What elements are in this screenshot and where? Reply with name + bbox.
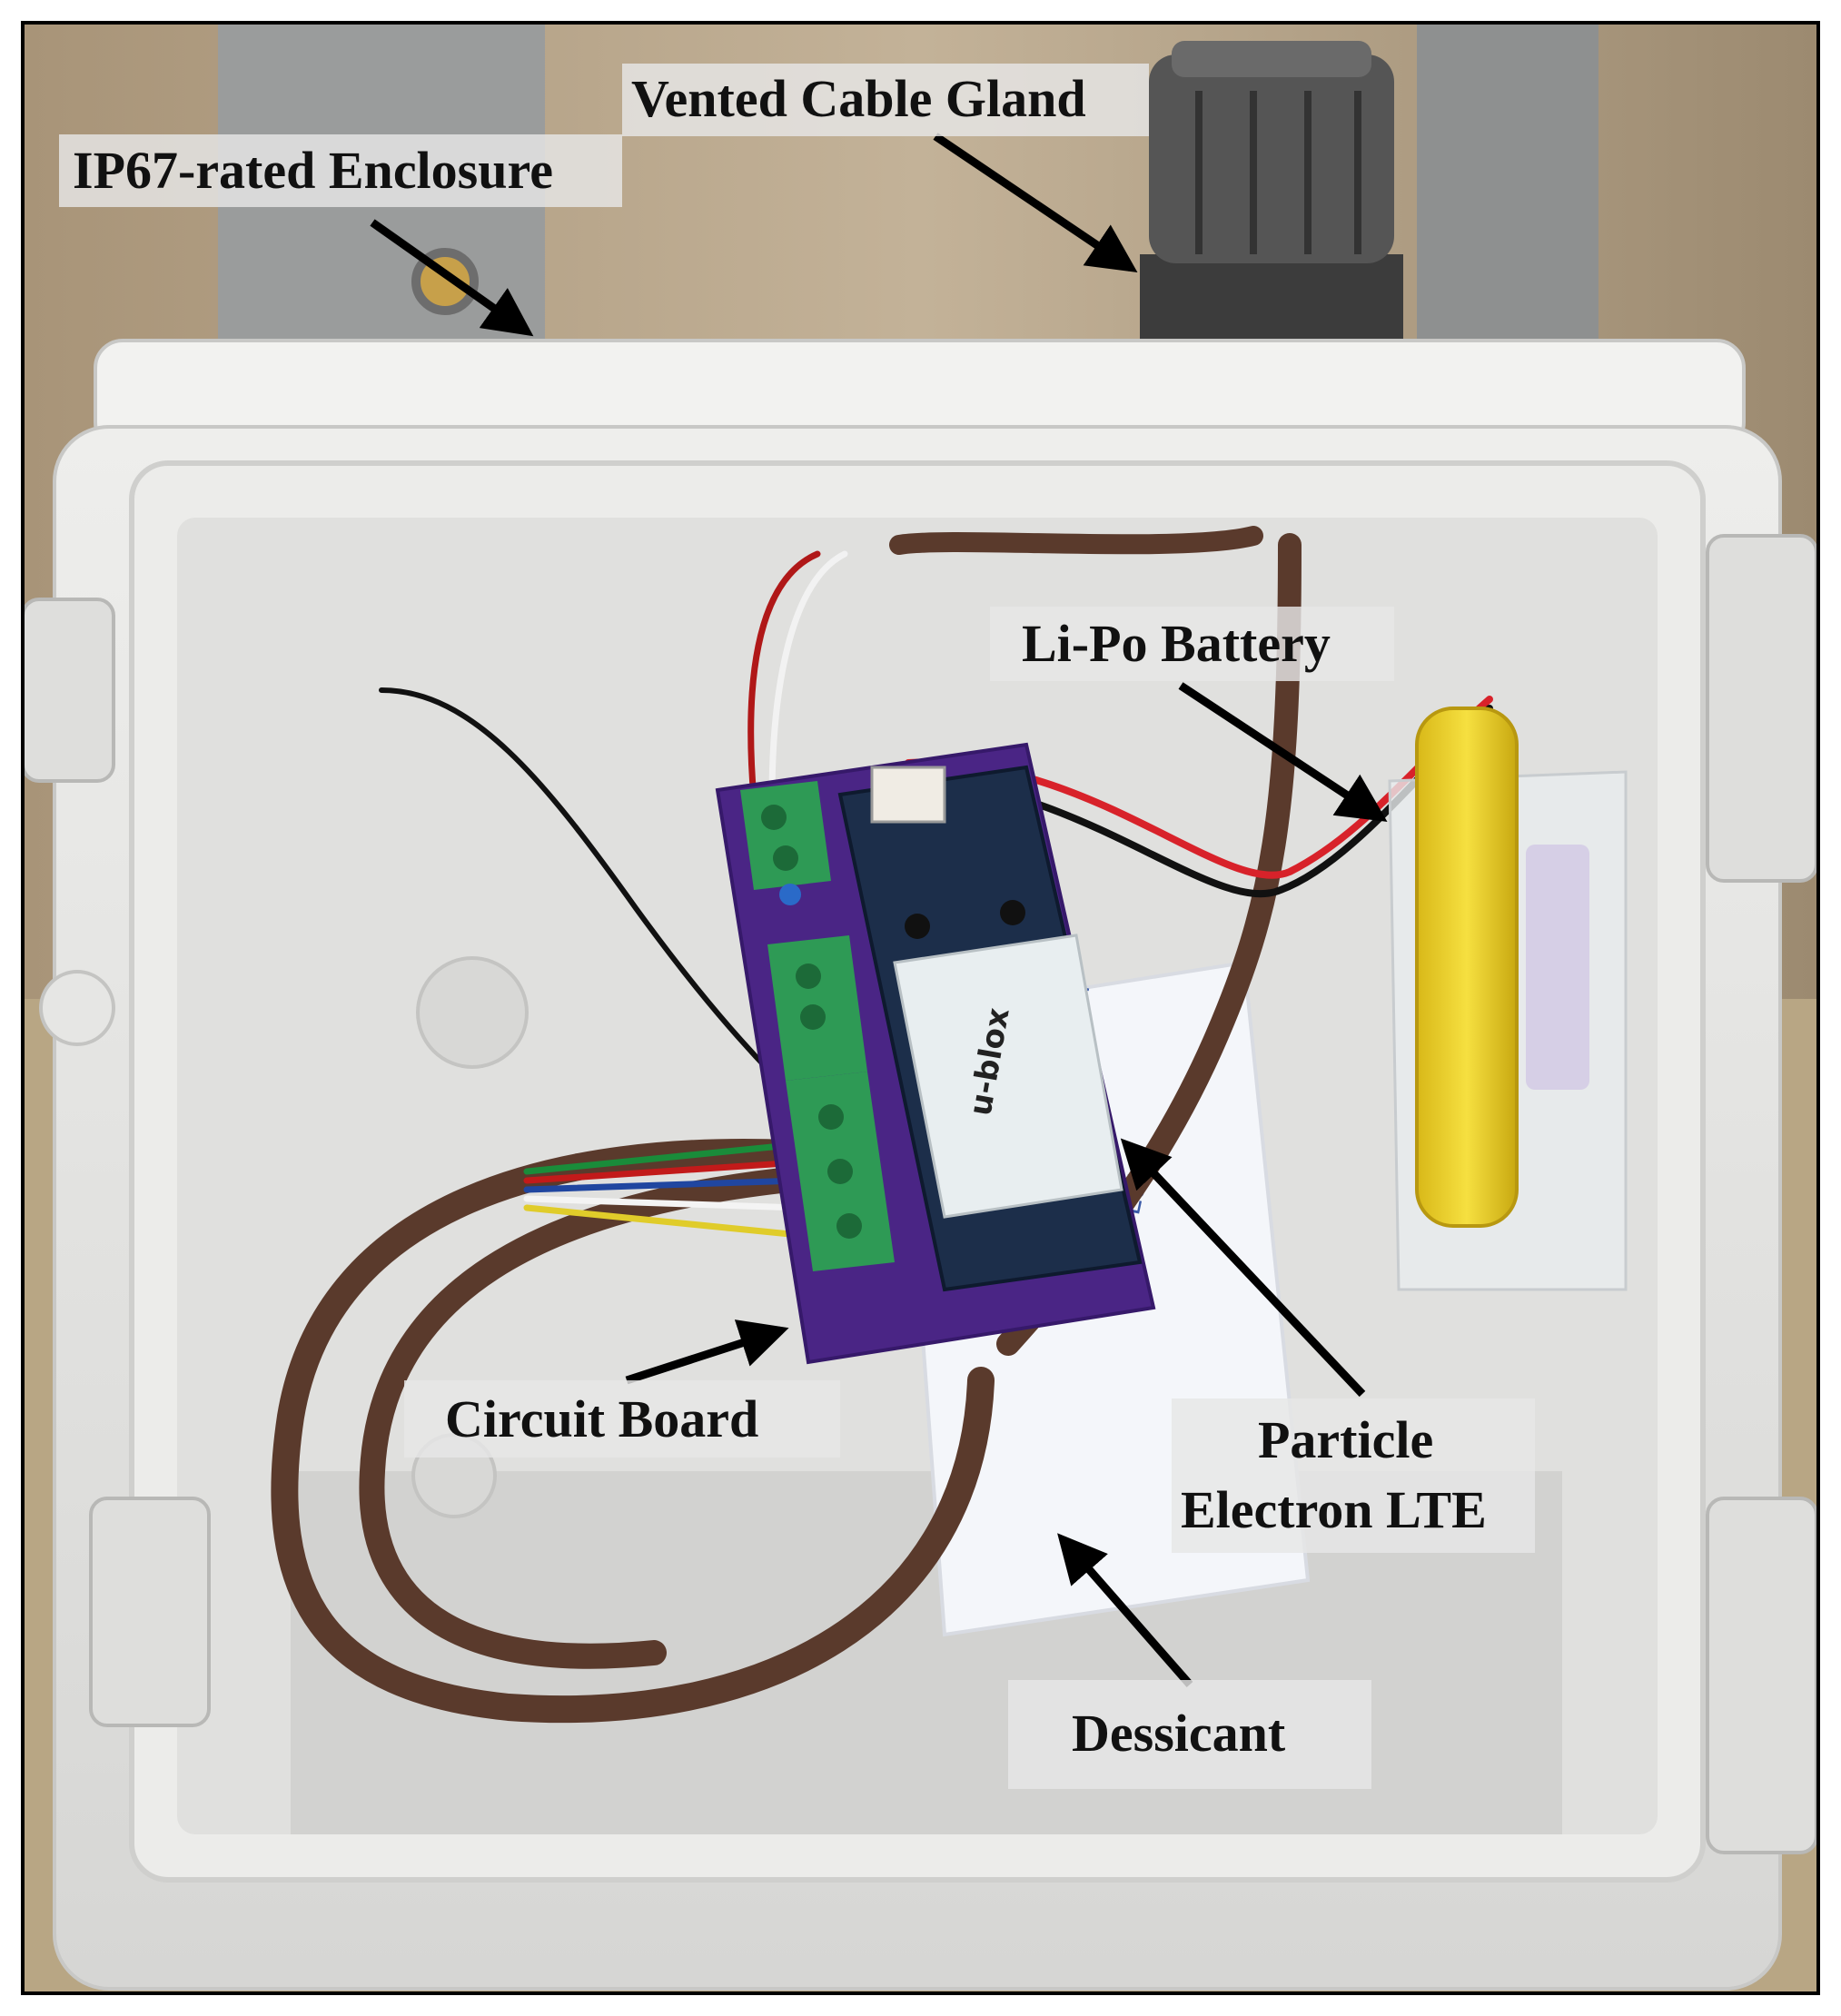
arrow-cable-gland	[933, 133, 1138, 273]
arrow-battery	[1178, 682, 1388, 822]
svg-text:IP67-rated Enclosure: IP67-rated Enclosure	[73, 141, 553, 200]
label-lipo-battery: Li-Po Battery	[990, 607, 1394, 681]
arrow-dessicant	[1057, 1533, 1193, 1687]
svg-text:Electron LTE: Electron LTE	[1181, 1480, 1487, 1539]
label-circuit-board: Circuit Board	[404, 1380, 840, 1458]
cable-gland	[1140, 41, 1403, 345]
svg-text:Vented Cable Gland: Vented Cable Gland	[631, 69, 1086, 128]
svg-text:Particle: Particle	[1258, 1410, 1433, 1469]
label-dessicant: Dessicant	[1008, 1680, 1371, 1789]
svg-text:Li-Po Battery: Li-Po Battery	[1022, 614, 1331, 673]
annotation-arrows	[370, 133, 1388, 1687]
arrow-circuit-board	[625, 1319, 789, 1385]
arrow-particle-electron	[1120, 1138, 1366, 1398]
lipo-battery	[1388, 707, 1628, 1291]
svg-text:Dessicant: Dessicant	[1072, 1704, 1286, 1763]
label-ip67-enclosure: IP67-rated Enclosure	[59, 134, 622, 207]
svg-text:Circuit Board: Circuit Board	[445, 1389, 758, 1448]
label-vented-cable-gland: Vented Cable Gland	[622, 64, 1149, 136]
label-particle-electron: Particle Electron LTE	[1172, 1398, 1535, 1553]
figure-border	[21, 21, 1820, 1995]
arrow-enclosure	[370, 219, 534, 337]
